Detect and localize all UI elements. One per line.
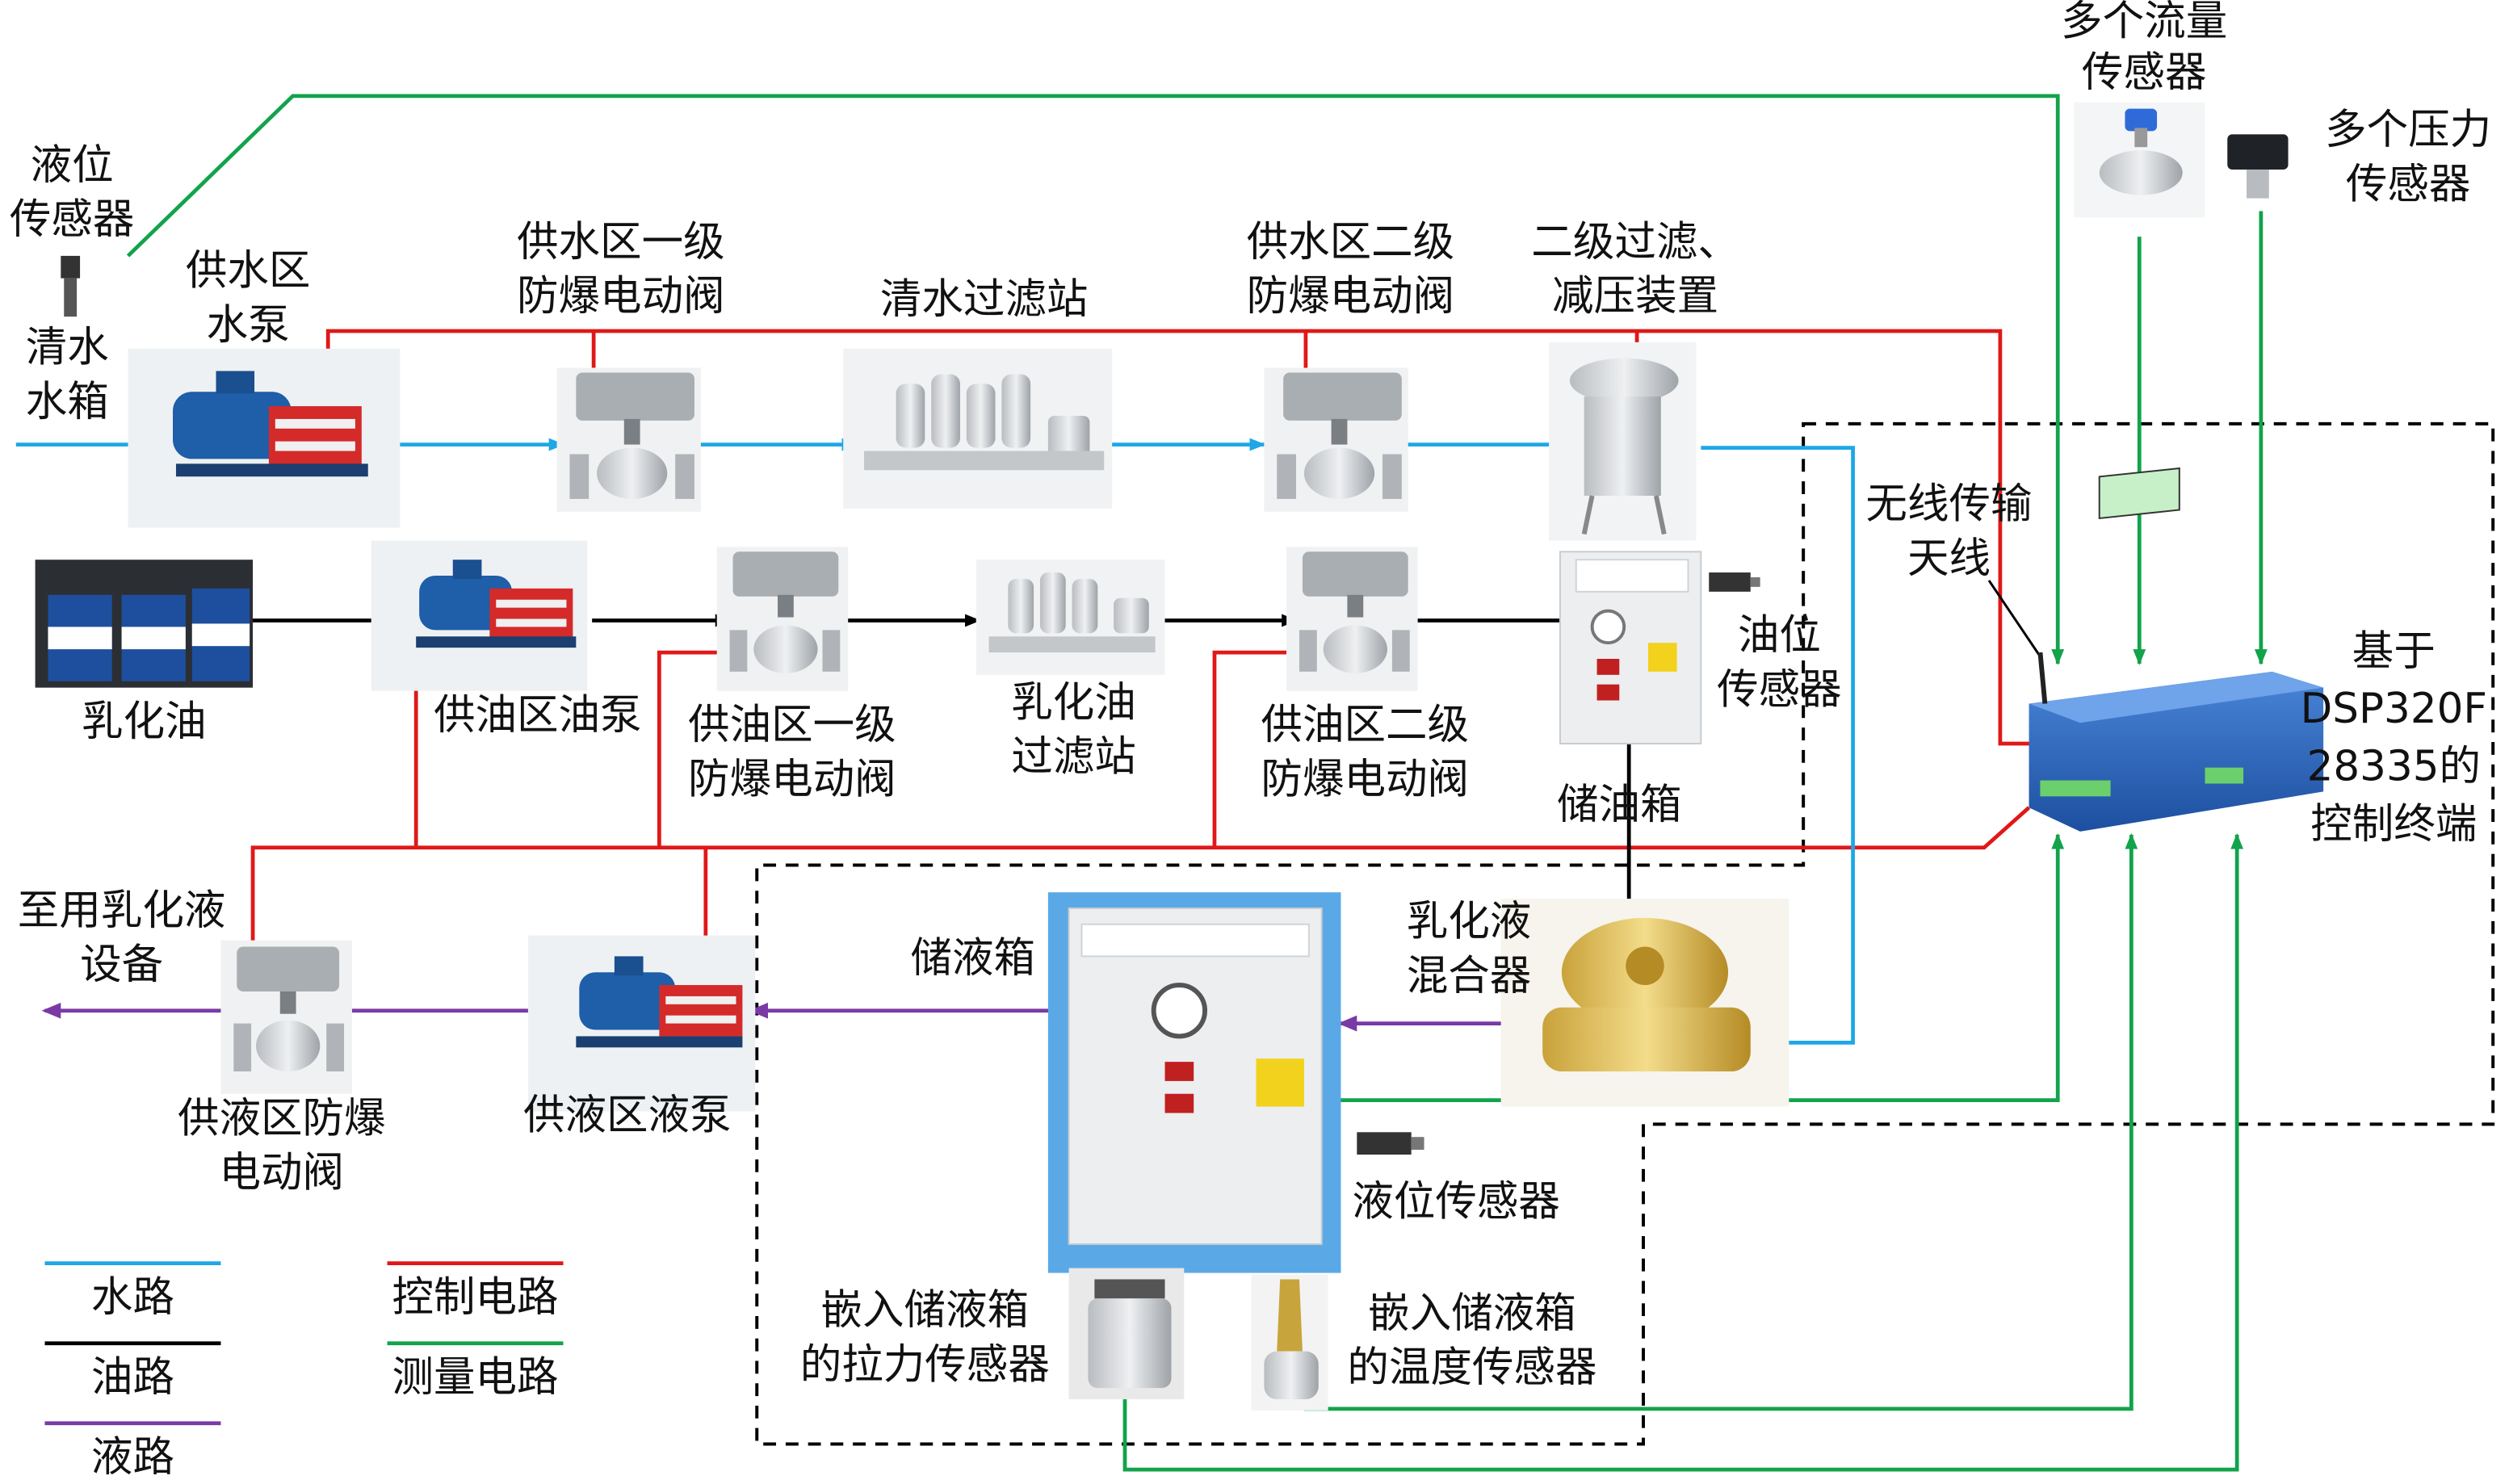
label-water-valve2: 供水区二级防爆电动阀 <box>1247 218 1455 321</box>
label-temp-sensor: 嵌入储液箱的温度传感器 <box>1347 1289 1596 1392</box>
legend-item-3: 控制电路 <box>387 1261 564 1322</box>
filter-reducer <box>1549 342 1697 541</box>
water-valve-2 <box>1264 367 1408 512</box>
tension-sensor <box>1068 1268 1185 1400</box>
legend-label: 油路 <box>91 1353 174 1402</box>
label-liquid-valve: 供液区防爆电动阀 <box>178 1094 386 1197</box>
label-tension-sensor: 嵌入储液箱的拉力传感器 <box>800 1286 1050 1389</box>
control-terminal <box>2029 467 2324 832</box>
label-flow-sensors: 多个流量传感器 <box>2061 0 2227 97</box>
label-liquid-level-sensor: 液位传感器 <box>1352 1177 1560 1226</box>
label-water-pump: 供水区水泵 <box>186 247 311 350</box>
temperature-sensor <box>1251 1274 1328 1411</box>
label-liquid-pump: 供液区液泵 <box>523 1091 732 1139</box>
wireless-zone-boundary <box>755 421 2495 1446</box>
pressure-sensor <box>2221 128 2295 212</box>
label-filter-reducer: 二级过滤、减压装置 <box>1531 218 1739 321</box>
label-to-equipment: 至用乳化液设备 <box>18 887 226 989</box>
legend-item-1: 油路 <box>44 1341 221 1402</box>
antenna-leader <box>1987 580 2043 660</box>
label-pressure-sensors: 多个压力传感器 <box>2325 106 2491 208</box>
label-water-valve1: 供水区一级防爆电动阀 <box>517 218 725 321</box>
legend-label: 测量电路 <box>392 1353 558 1402</box>
label-oil-filter: 乳化油过滤站 <box>1011 678 1136 781</box>
water-valve-1 <box>556 367 701 512</box>
label-oil-tank: 储油箱 <box>1557 781 1682 829</box>
flow-sensor <box>2074 102 2205 218</box>
oil-level-sensor <box>1709 572 1760 592</box>
label-oil-level-sensor: 油位传感器 <box>1717 611 1842 714</box>
legend-item-0: 水路 <box>44 1261 221 1322</box>
emulsion-oil-drums <box>35 560 254 688</box>
label-water-filter: 清水过滤站 <box>880 275 1089 324</box>
label-liquid-tank: 储液箱 <box>910 934 1035 983</box>
label-oil-pump: 供油区油泵 <box>434 691 642 740</box>
oil-lines <box>251 614 1636 937</box>
oil-valve-2 <box>1286 547 1418 691</box>
labels: 液位传感器清水水箱供水区水泵供水区一级防爆电动阀清水过滤站供水区二级防爆电动阀二… <box>10 0 2491 1392</box>
label-oil-valve1: 供油区一级防爆电动阀 <box>688 701 896 803</box>
liquid-valve <box>220 940 352 1094</box>
emulsion-mixer <box>1500 899 1789 1107</box>
label-oil-valve2: 供油区二级防爆电动阀 <box>1261 701 1469 803</box>
oil-tank <box>1559 551 1702 744</box>
label-emulsion-oil: 乳化油 <box>82 698 207 746</box>
label-antenna: 无线传输天线 <box>1865 480 2032 583</box>
oil-valve-1 <box>716 547 849 691</box>
oil-pump <box>371 540 588 691</box>
label-clear-water-tank: 清水水箱 <box>26 324 109 426</box>
legend-label: 水路 <box>91 1273 174 1322</box>
liquid-level-sensor <box>1357 1132 1424 1155</box>
legend-label: 液路 <box>91 1433 174 1482</box>
legend-label: 控制电路 <box>392 1273 558 1322</box>
oil-filter-station <box>975 560 1165 675</box>
legend-item-4: 测量电路 <box>387 1341 564 1402</box>
water-pump <box>128 348 401 528</box>
legend-item-2: 液路 <box>44 1421 221 1482</box>
level-sensor-top <box>61 255 81 317</box>
label-mixer: 乳化液混合器 <box>1407 898 1532 1000</box>
liquid-tank <box>1047 892 1341 1273</box>
water-filter-station <box>843 348 1113 509</box>
label-level-sensor-top: 液位传感器 <box>10 141 135 244</box>
liquid-pump <box>527 935 756 1112</box>
